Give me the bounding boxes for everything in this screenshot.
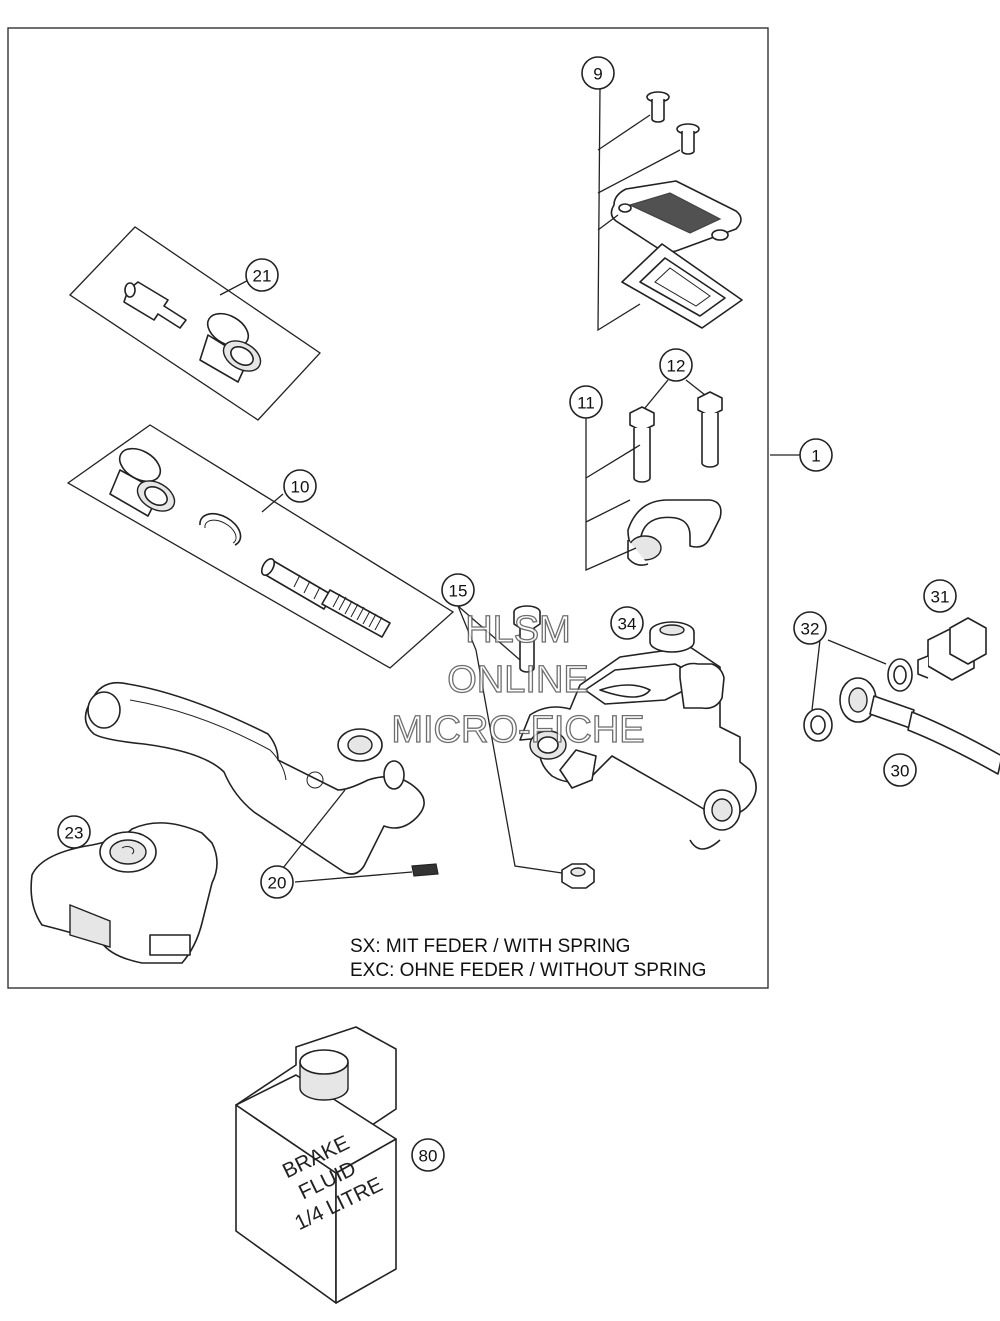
svg-text:9: 9 [593, 65, 602, 84]
kit-10-box [66, 424, 455, 669]
reservoir-cover-group [597, 87, 743, 332]
kit-21-box [68, 226, 321, 421]
callout-23: 23 [57, 815, 91, 849]
washer-2 [803, 708, 833, 742]
svg-text:34: 34 [618, 615, 637, 634]
cover-screw-1 [646, 91, 670, 123]
piston-pin [123, 281, 187, 329]
callout-30: 30 [883, 753, 917, 787]
assembly-frame [7, 27, 769, 989]
master-cylinder [519, 646, 757, 850]
piston-cup [199, 312, 262, 383]
note-with-spring: SX: MIT FEDER / WITH SPRING [350, 936, 630, 957]
clamp-group [585, 379, 723, 571]
lever-guard [30, 822, 218, 964]
callout-1: 1 [799, 438, 833, 472]
svg-text:10: 10 [291, 478, 310, 497]
washer-1 [887, 658, 913, 692]
lock-nut [561, 863, 595, 889]
reservoir-cap [610, 180, 742, 253]
svg-text:21: 21 [253, 267, 272, 286]
callout-12: 12 [659, 348, 693, 382]
svg-text:23: 23 [65, 824, 84, 843]
callout-34: 34 [610, 606, 644, 640]
callout-9: 9 [581, 56, 615, 90]
svg-text:80: 80 [419, 1147, 438, 1166]
banjo-bolt [917, 617, 987, 681]
brake-lever [84, 681, 425, 875]
callout-10: 10 [283, 469, 317, 503]
pivot-pin [513, 605, 541, 673]
piston-spring [260, 558, 391, 638]
svg-text:11: 11 [577, 394, 595, 413]
reservoir-gasket [621, 243, 743, 329]
svg-text:1: 1 [811, 447, 820, 466]
svg-text:12: 12 [667, 357, 686, 376]
brake-line [839, 677, 1000, 775]
circlip [199, 512, 242, 546]
callout-32: 32 [793, 611, 827, 645]
svg-text:31: 31 [931, 588, 950, 607]
watermark-line-3: MICRO-FICHE [391, 709, 644, 751]
cover-screw-2 [676, 123, 700, 155]
handlebar-clamp [627, 499, 722, 566]
clamp-bolt-2 [697, 391, 723, 468]
callout-11: 11 [569, 385, 603, 419]
kit-10-group [66, 424, 455, 669]
svg-text:30: 30 [891, 762, 910, 781]
kit-21-group [68, 226, 321, 421]
watermark-line-2: ONLINE [447, 659, 588, 701]
callout-80: 80 [411, 1138, 445, 1172]
svg-text:15: 15 [449, 582, 468, 601]
svg-text:32: 32 [801, 620, 820, 639]
callout-21: 21 [245, 258, 279, 292]
adjuster-grub-screw [411, 863, 439, 877]
callout-20: 20 [260, 865, 294, 899]
note-without-spring: EXC: OHNE FEDER / WITHOUT SPRING [350, 960, 706, 981]
svg-text:20: 20 [268, 874, 287, 893]
watermark-line-1: HLSM [465, 609, 571, 651]
seal-cup [109, 447, 176, 517]
callout-15: 15 [441, 573, 475, 607]
callout-31: 31 [923, 579, 957, 613]
diaphragm-cap [649, 621, 695, 653]
watermark: HLSM ONLINE MICRO-FICHE [391, 608, 646, 751]
brake-fluid-bottle [235, 1026, 397, 1304]
clamp-bolt-1 [629, 406, 655, 483]
